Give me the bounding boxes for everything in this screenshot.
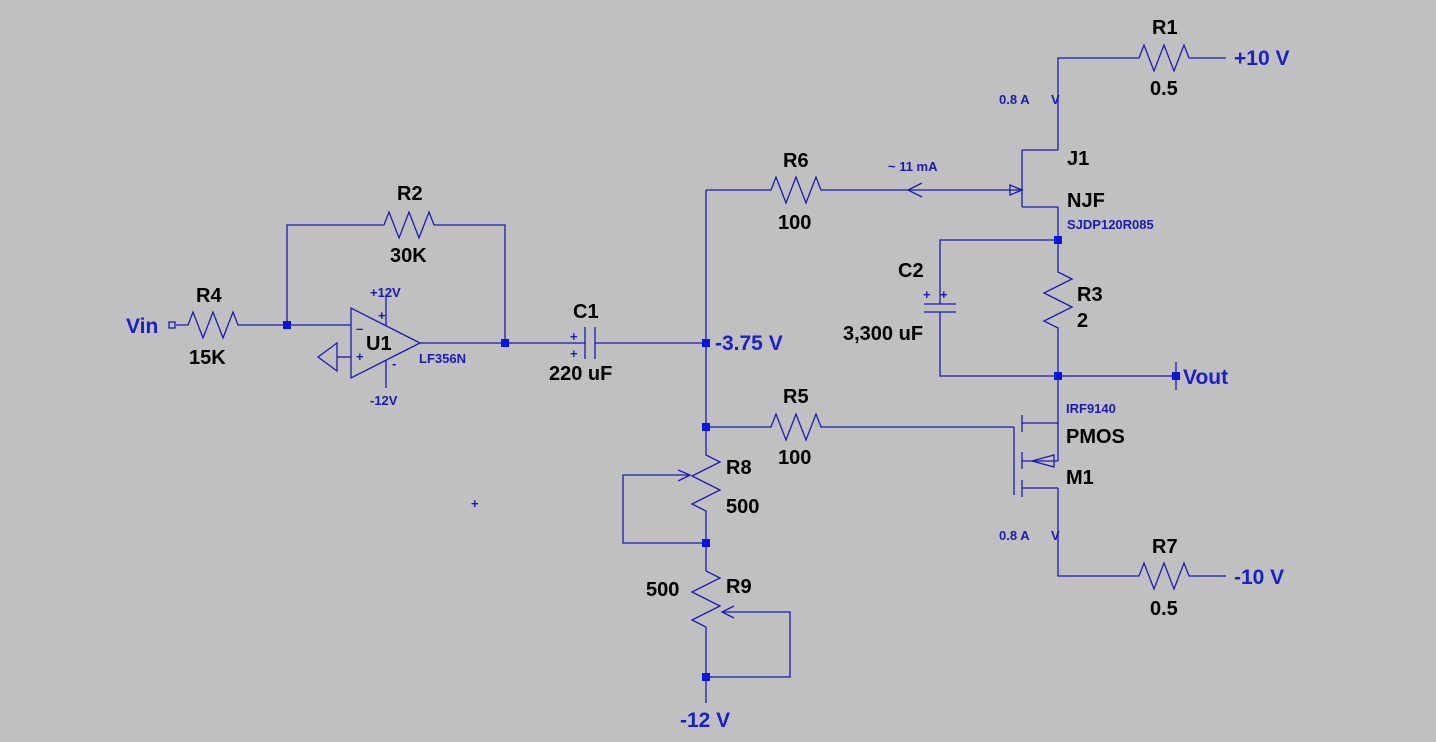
r6-ref: R6 (783, 150, 809, 172)
j1-voltage-marker: V (1051, 92, 1060, 107)
resistor-r3[interactable] (1042, 265, 1074, 335)
j1-ref: J1 (1067, 148, 1089, 170)
r8-ref: R8 (726, 457, 752, 479)
resistor-r1[interactable] (1133, 43, 1195, 73)
u1-noninverting-mark: + (356, 349, 364, 364)
r7-ref: R7 (1152, 536, 1178, 558)
j1-model: SJDP120R085 (1067, 217, 1154, 232)
j1-type: NJF (1067, 190, 1105, 212)
ground-icon (316, 341, 338, 373)
u1-inverting-mark: – (356, 321, 363, 336)
current-arrow-icon (906, 182, 923, 198)
junction-dot (702, 673, 710, 681)
r2-ref: R2 (397, 183, 423, 205)
net-vin: Vin (126, 315, 158, 338)
m1-voltage-marker: V (1051, 528, 1060, 543)
net-neg12: -12 V (680, 709, 730, 732)
resistor-r5[interactable] (765, 412, 827, 442)
net-pos10: +10 V (1234, 47, 1289, 70)
r1-value: 0.5 (1150, 78, 1178, 100)
r6-current-annotation: ~ 11 mA (888, 159, 938, 174)
m1-type: PMOS (1066, 426, 1125, 448)
labels: R4 15K R2 30K R6 100 R5 100 R1 0.5 R7 0.… (126, 17, 1289, 732)
vin-port-terminal (168, 321, 176, 329)
c1-value: 220 uF (549, 363, 612, 385)
r3-ref: R3 (1077, 284, 1103, 306)
c1-ref: C1 (573, 301, 599, 323)
r2-value: 30K (390, 245, 427, 267)
resistor-r7[interactable] (1133, 561, 1195, 591)
junction-dot (702, 423, 710, 431)
c2-value: 3,300 uF (843, 323, 923, 345)
c1-plus-mark-top: + (570, 329, 578, 344)
junction-dot (702, 539, 710, 547)
r6-value: 100 (778, 212, 811, 234)
opamp-u1[interactable]: + - – + (337, 297, 422, 388)
r4-ref: R4 (196, 285, 222, 307)
r8-value: 500 (726, 496, 759, 518)
r9-value: 500 (646, 579, 679, 601)
u1-vplus: +12V (370, 285, 401, 300)
c2-ref: C2 (898, 260, 924, 282)
junction-dot (501, 339, 509, 347)
origin-crosshair-icon: + (471, 496, 479, 511)
r7-value: 0.5 (1150, 598, 1178, 620)
resistor-r6[interactable] (765, 175, 827, 205)
u1-vminus-pin-mark: - (392, 356, 396, 371)
r5-value: 100 (778, 447, 811, 469)
mosfet-m1[interactable] (1013, 411, 1059, 497)
junction-dot (1054, 372, 1062, 380)
u1-model: LF356N (419, 351, 466, 366)
u1-vplus-pin-mark: + (378, 308, 386, 323)
potentiometer-r8[interactable] (677, 449, 722, 518)
m1-ref: M1 (1066, 467, 1094, 489)
c2-plus-mark-left: + (923, 287, 931, 302)
u1-vminus: -12V (370, 393, 398, 408)
j1-current-annotation: 0.8 A (999, 92, 1030, 107)
r3-value: 2 (1077, 310, 1088, 332)
net-bias: -3.75 V (715, 332, 783, 355)
c1-plus-mark-bottom: + (570, 346, 578, 361)
c2-plus-mark-right: + (940, 287, 948, 302)
resistor-r2[interactable] (378, 210, 440, 240)
net-vout: Vout (1183, 366, 1228, 389)
resistor-r4[interactable] (182, 310, 244, 340)
u1-ref: U1 (366, 333, 392, 355)
junction-dot (702, 339, 710, 347)
r4-value: 15K (189, 347, 226, 369)
jfet-j1[interactable] (1009, 149, 1058, 208)
r9-ref: R9 (726, 576, 752, 598)
capacitor-c2[interactable]: + + (923, 287, 956, 313)
r5-ref: R5 (783, 386, 809, 408)
junction-dot (283, 321, 291, 329)
capacitor-c1[interactable]: + + (570, 327, 596, 361)
net-neg10: -10 V (1234, 566, 1284, 589)
r1-ref: R1 (1152, 17, 1178, 39)
m1-current-annotation: 0.8 A (999, 528, 1030, 543)
m1-model: IRF9140 (1066, 401, 1116, 416)
potentiometer-r9[interactable] (690, 565, 735, 635)
junction-dot (1054, 236, 1062, 244)
